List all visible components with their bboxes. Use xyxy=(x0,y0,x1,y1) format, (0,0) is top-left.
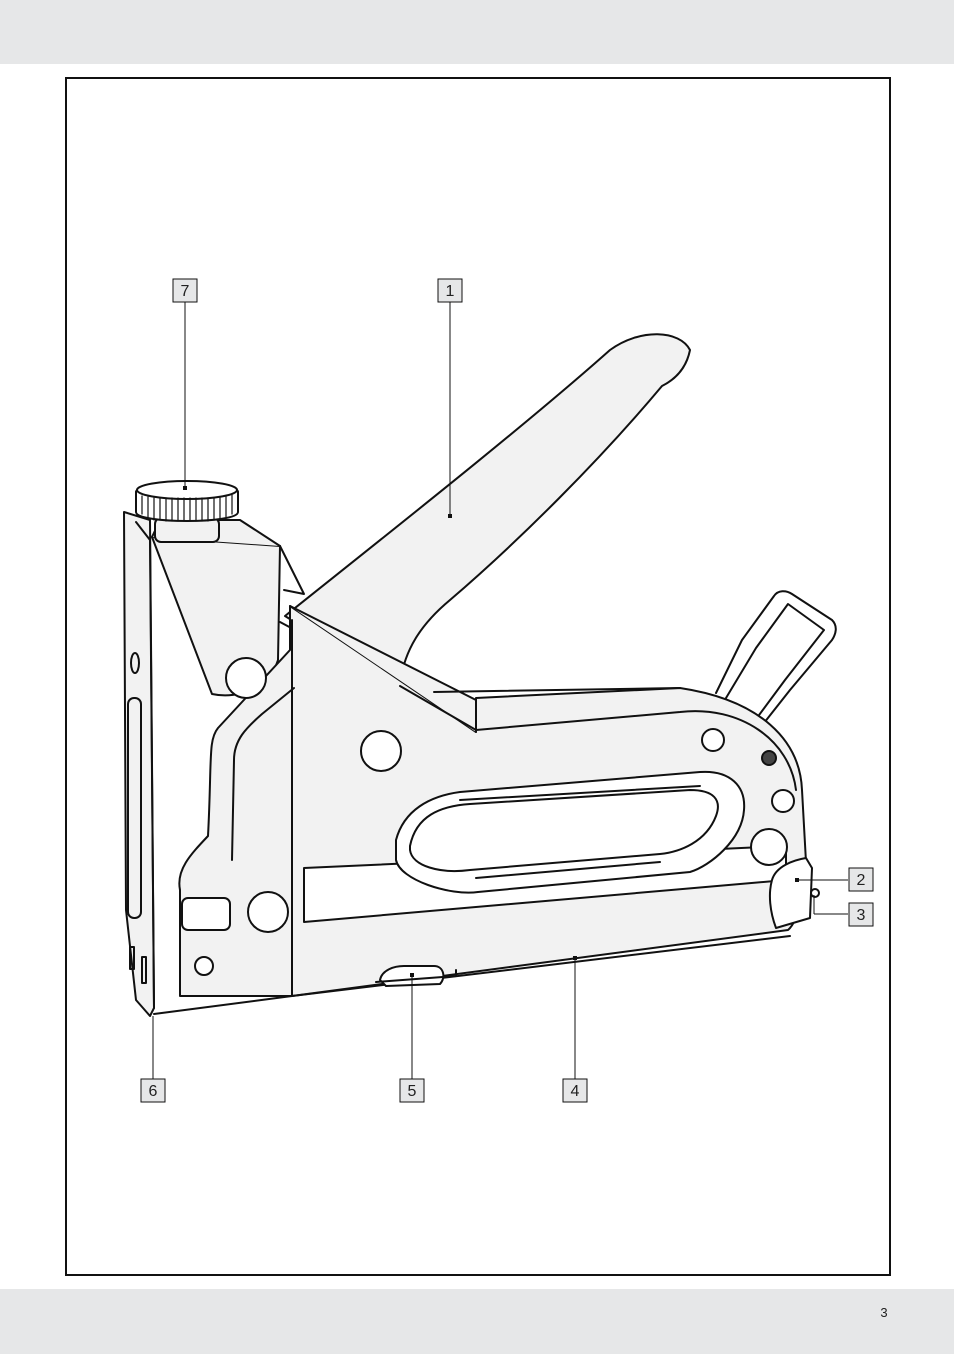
callout-1: 1 xyxy=(438,279,462,302)
callout-4: 4 xyxy=(563,1079,587,1102)
callout-5: 5 xyxy=(400,1079,424,1102)
svg-text:1: 1 xyxy=(446,283,455,300)
svg-text:5: 5 xyxy=(408,1083,417,1100)
callout-7: 7 xyxy=(173,279,197,302)
callout-3: 3 xyxy=(849,903,873,926)
footer-band xyxy=(0,1289,954,1354)
svg-text:4: 4 xyxy=(571,1083,580,1100)
svg-text:3: 3 xyxy=(857,907,866,924)
svg-text:7: 7 xyxy=(181,283,190,300)
svg-text:6: 6 xyxy=(149,1083,158,1100)
page-number: 3 xyxy=(872,1305,896,1320)
callout-2: 2 xyxy=(849,868,873,891)
pivot-rivet xyxy=(226,658,266,698)
callout-6: 6 xyxy=(141,1079,165,1102)
svg-text:2: 2 xyxy=(857,872,866,889)
